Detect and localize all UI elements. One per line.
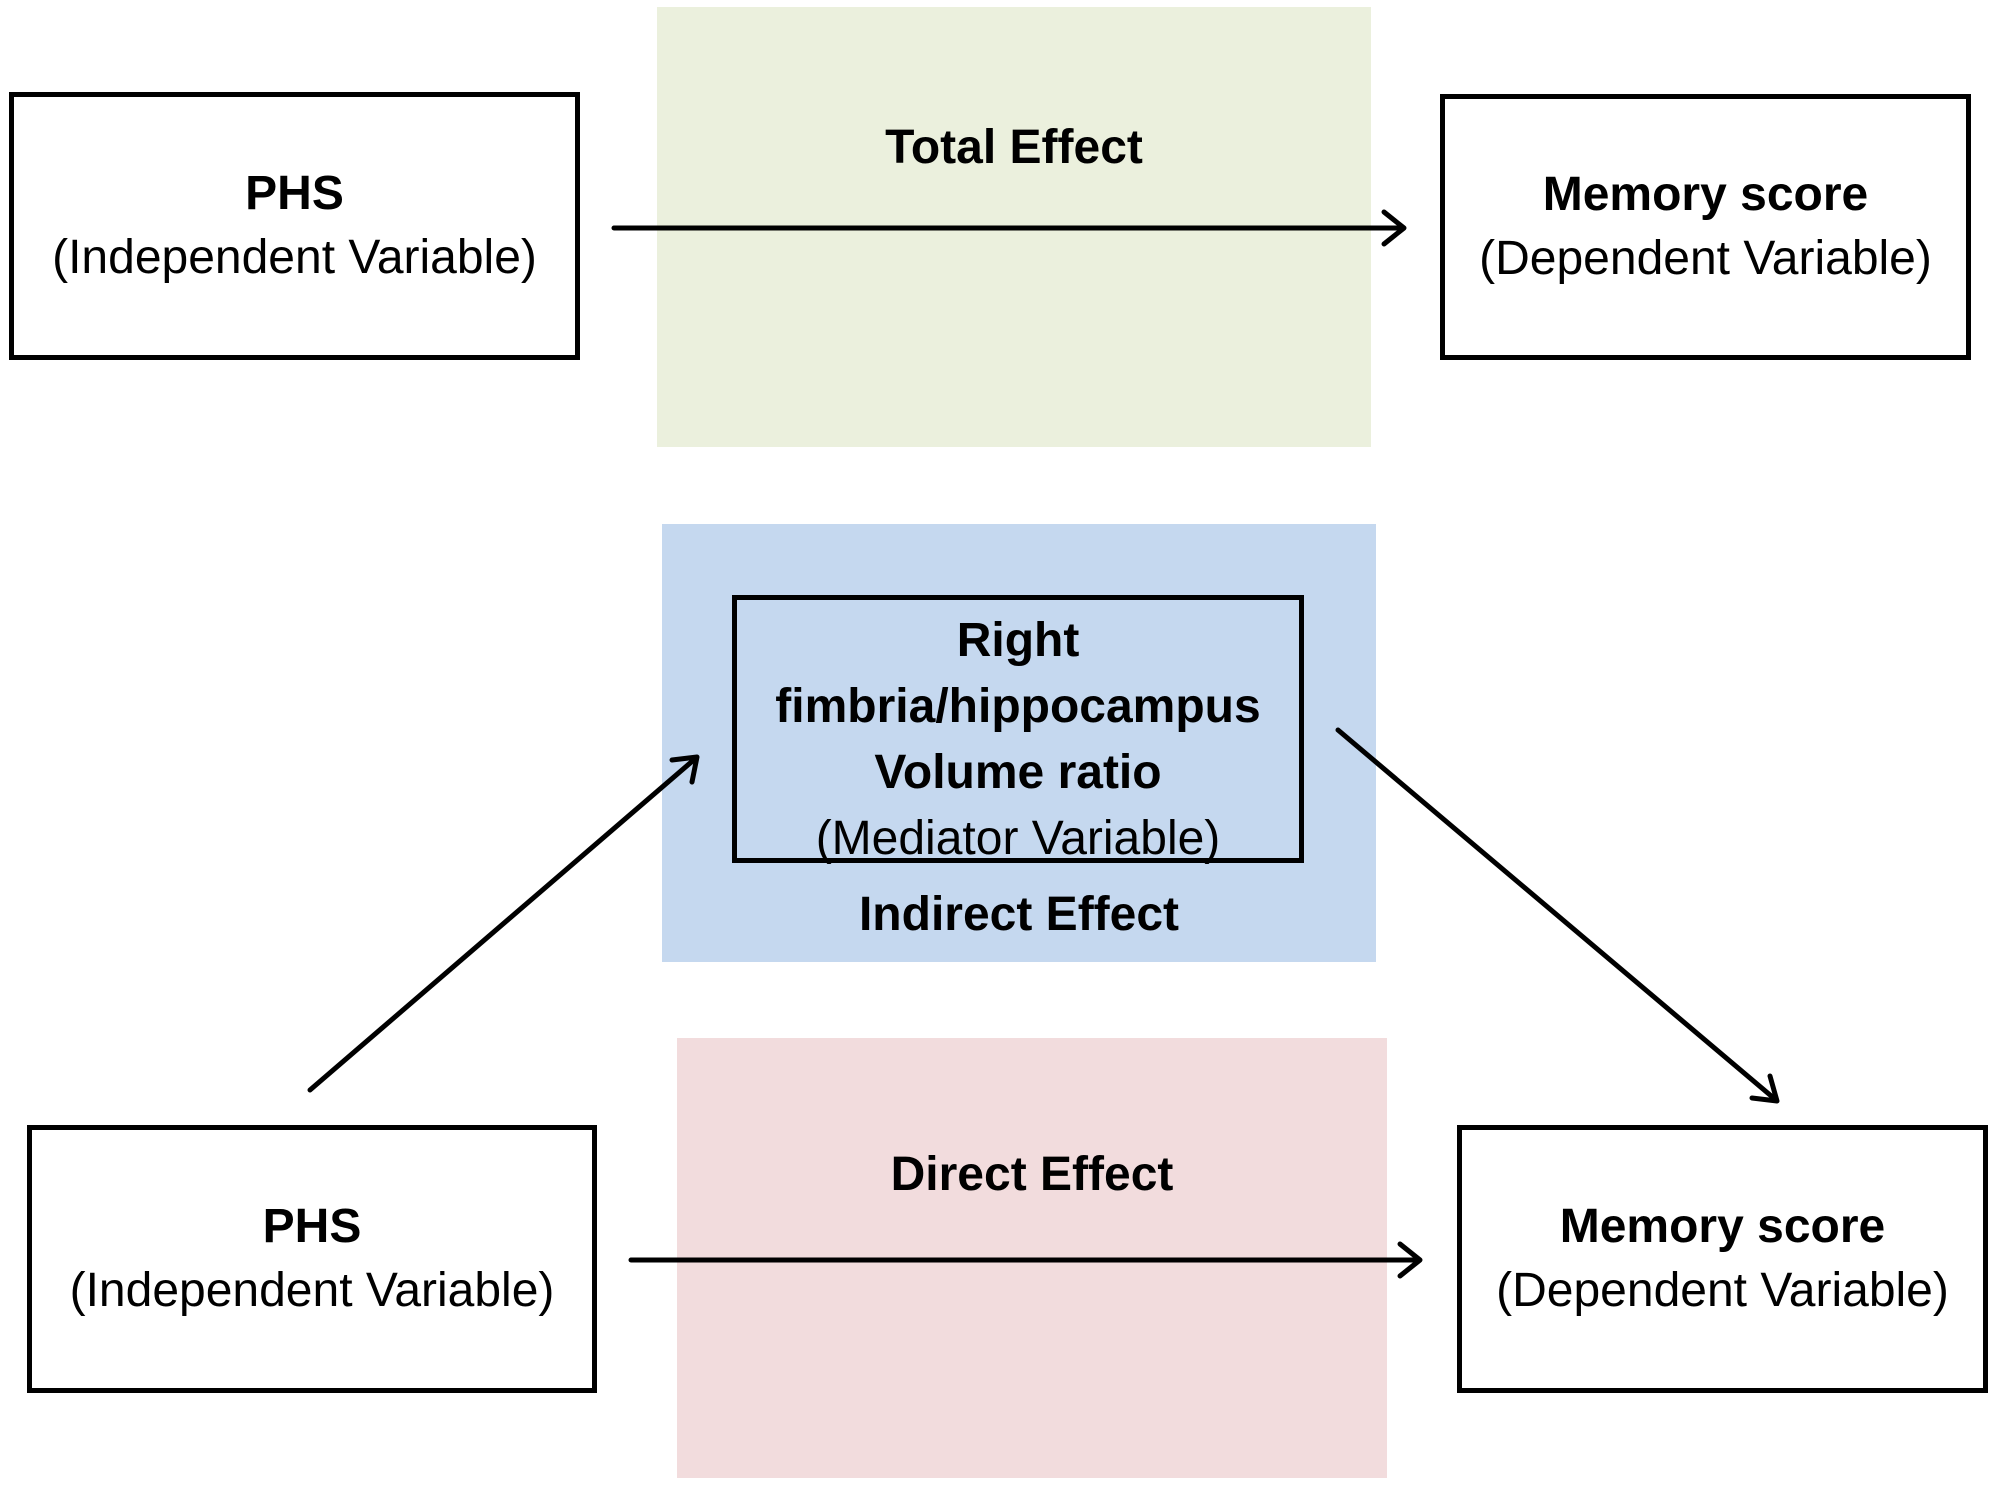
independent-variable-box-bottom: PHS (Independent Variable) xyxy=(27,1125,597,1393)
independent-variable-title: PHS xyxy=(262,1200,362,1253)
dependent-variable-box-top: Memory score (Dependent Variable) xyxy=(1440,94,1971,360)
direct-effect-label: Direct Effect xyxy=(890,1148,1174,1201)
dependent-variable-title: Memory score xyxy=(1542,168,1869,221)
indirect-effect-arrowhead-a xyxy=(669,754,700,785)
indirect-effect-arrowhead-b xyxy=(1749,1073,1780,1104)
mediator-line-1: Right xyxy=(956,614,1080,667)
dependent-variable-title: Memory score xyxy=(1559,1200,1886,1253)
direct-effect-arrowhead xyxy=(1397,1241,1423,1279)
indirect-effect-label: Indirect Effect xyxy=(858,888,1180,941)
mediator-variable-box: Right fimbria/hippocampus Volume ratio (… xyxy=(732,595,1304,865)
independent-variable-box-top: PHS (Independent Variable) xyxy=(9,92,580,360)
independent-variable-title: PHS xyxy=(245,167,344,220)
independent-variable-role: (Independent Variable) xyxy=(52,231,537,284)
independent-variable-role: (Independent Variable) xyxy=(69,1264,555,1317)
mediator-line-3: Volume ratio xyxy=(874,746,1162,799)
total-effect-arrowhead xyxy=(1381,209,1407,247)
indirect-effect-arrow-b xyxy=(1335,727,1779,1103)
dependent-variable-role: (Dependent Variable) xyxy=(1479,232,1932,285)
dependent-variable-box-bottom: Memory score (Dependent Variable) xyxy=(1457,1125,1988,1393)
indirect-effect-arrow-a xyxy=(307,755,699,1093)
mediator-line-2: fimbria/hippocampus xyxy=(775,680,1261,733)
mediator-role: (Mediator Variable) xyxy=(815,812,1221,865)
total-effect-label: Total Effect xyxy=(885,121,1143,174)
dependent-variable-role: (Dependent Variable) xyxy=(1496,1264,1949,1317)
